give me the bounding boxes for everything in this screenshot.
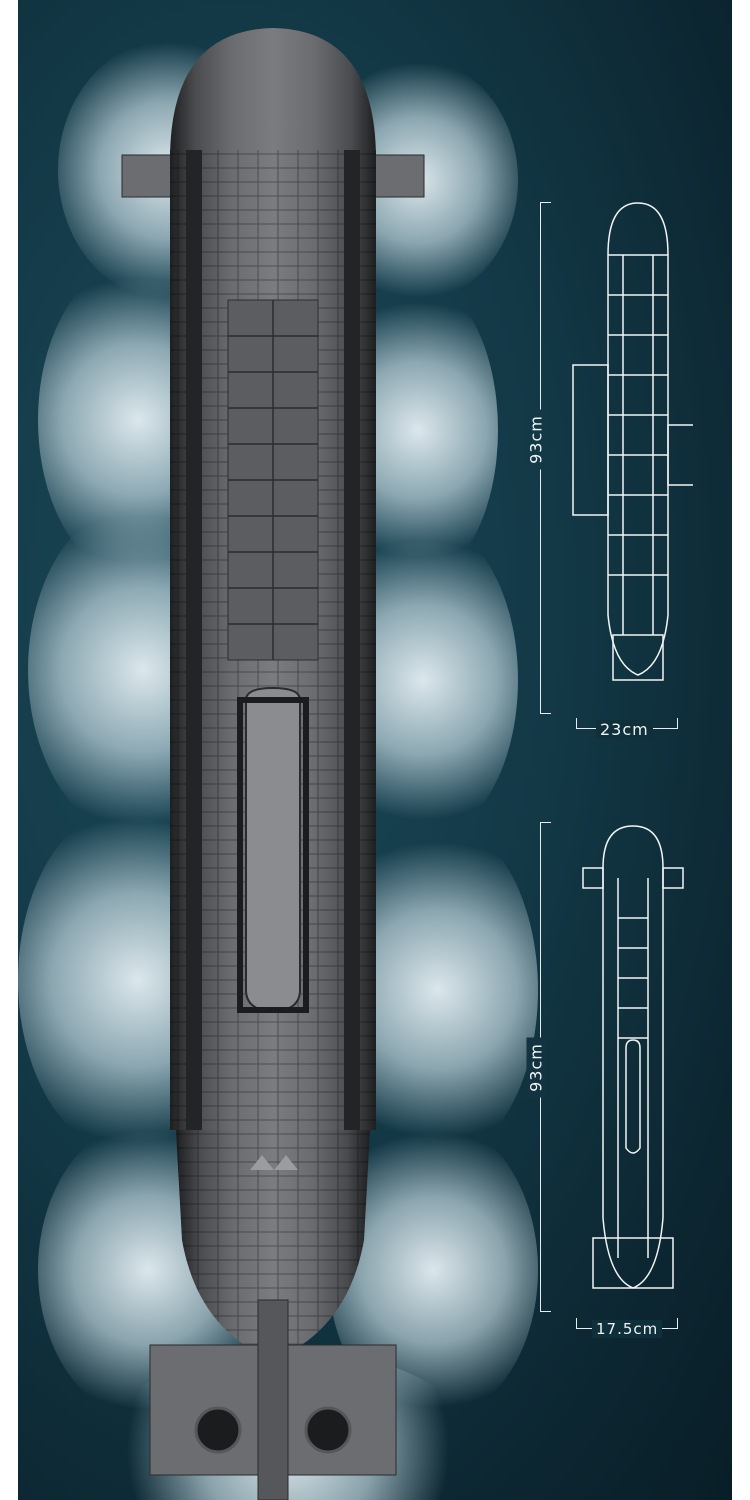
width-label: 17.5cm [592, 1320, 663, 1338]
ocean-background: 93cm 23cm 93cm 17.5cm [18, 0, 732, 1500]
schematic-top-view [572, 202, 693, 681]
schematic-bottom-view [582, 825, 684, 1289]
submarine-model [121, 28, 425, 1500]
width-label: 23cm [596, 720, 653, 739]
height-label: 93cm [526, 409, 546, 470]
height-label: 93cm [526, 1037, 546, 1098]
